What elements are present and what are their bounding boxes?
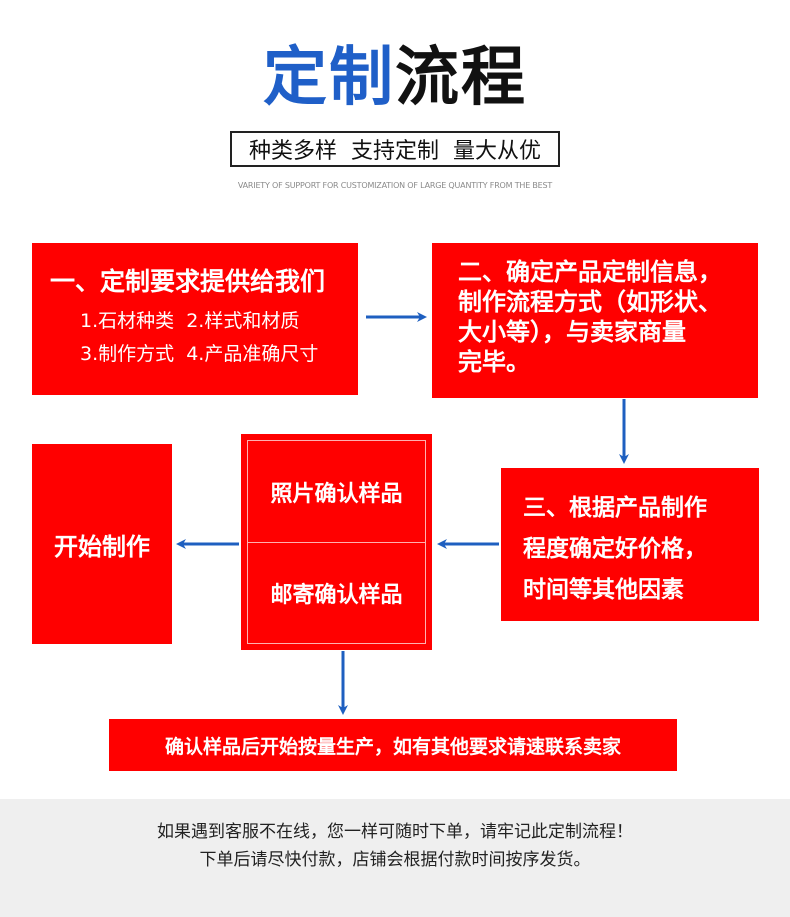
step-1-box: 一、定制要求提供给我们 1.石材种类 2.样式和材质 3.制作方式 4.产品准确… bbox=[32, 243, 358, 395]
title-part-1: 定制 bbox=[263, 41, 395, 115]
step-3-line-1: 三、根据产品制作 bbox=[523, 495, 707, 521]
subtitle-english: VARIETY OF SUPPORT FOR CUSTOMIZATION OF … bbox=[237, 181, 553, 190]
step-1-line-2: 3.制作方式 4.产品准确尺寸 bbox=[80, 343, 319, 365]
step-1-line-1: 1.石材种类 2.样式和材质 bbox=[80, 310, 300, 332]
footer-line-2: 下单后请尽快付款，店铺会根据付款时间按序发货。 bbox=[199, 850, 591, 870]
start-production-label: 开始制作 bbox=[54, 532, 150, 561]
sample-confirm-box: 照片确认样品 邮寄确认样品 bbox=[241, 434, 432, 650]
confirm-text: 确认样品后开始按量生产，如有其他要求请速联系卖家 bbox=[164, 735, 621, 758]
photo-sample-cell: 照片确认样品 bbox=[248, 441, 425, 543]
step-2-line-3: 大小等），与卖家商量 bbox=[458, 318, 686, 346]
step-2-box: 二、确定产品定制信息， 制作流程方式（如形状、 大小等），与卖家商量 完毕。 bbox=[432, 243, 758, 398]
subtitle: 种类多样 支持定制 量大从优 bbox=[249, 139, 541, 164]
sample-confirm-frame: 照片确认样品 邮寄确认样品 bbox=[247, 440, 426, 644]
step-3-line-2: 程度确定好价格， bbox=[523, 536, 707, 562]
step-3-line-3: 时间等其他因素 bbox=[523, 577, 684, 603]
page-title: 定制流程 bbox=[0, 38, 790, 118]
start-production-box: 开始制作 bbox=[32, 444, 172, 644]
confirm-bar: 确认样品后开始按量生产，如有其他要求请速联系卖家 bbox=[109, 719, 677, 771]
step-1-heading: 一、定制要求提供给我们 bbox=[50, 267, 326, 296]
footer: 如果遇到客服不在线，您一样可随时下单，请牢记此定制流程！ 下单后请尽快付款，店铺… bbox=[0, 799, 790, 917]
step-2-line-2: 制作流程方式（如形状、 bbox=[458, 288, 722, 316]
step-2-line-1: 二、确定产品定制信息， bbox=[458, 258, 722, 286]
subtitle-box: 种类多样 支持定制 量大从优 bbox=[230, 131, 560, 167]
title-part-2: 流程 bbox=[395, 41, 527, 115]
step-2-line-4: 完毕。 bbox=[458, 348, 530, 376]
step-3-box: 三、根据产品制作 程度确定好价格， 时间等其他因素 bbox=[501, 468, 759, 621]
mail-sample-cell: 邮寄确认样品 bbox=[270, 582, 403, 608]
footer-line-1: 如果遇到客服不在线，您一样可随时下单，请牢记此定制流程！ bbox=[157, 822, 633, 842]
